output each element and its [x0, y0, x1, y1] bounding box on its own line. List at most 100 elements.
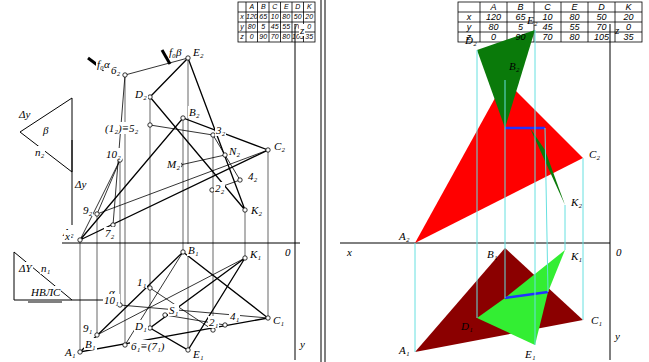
construction-lines	[213, 135, 240, 180]
point-label: n₁	[40, 262, 51, 274]
table-cell: A	[480, 2, 507, 12]
axes	[295, 24, 296, 360]
point-circles	[181, 116, 185, 120]
point-label: S₁	[168, 304, 179, 316]
data-table-grid	[588, 2, 589, 42]
point-label: D₁	[460, 320, 474, 332]
link-lines	[80, 58, 268, 352]
table-cell: 65	[258, 12, 270, 22]
table-cell: z	[238, 32, 246, 42]
table-cell: 50	[588, 12, 615, 22]
point-circles	[223, 153, 227, 157]
projection-link-lines	[505, 80, 506, 298]
axis-label: z	[299, 24, 305, 36]
table-cell: 70	[588, 22, 615, 32]
point-label: C₂	[588, 148, 601, 160]
data-table-grid	[269, 2, 270, 42]
table-cell: 80	[281, 12, 293, 22]
axes	[340, 243, 610, 244]
construction-label: ΔY	[18, 262, 33, 274]
point-label: K₁	[570, 250, 583, 262]
table-cell: 50	[292, 12, 304, 22]
plane-abc-top	[415, 248, 583, 352]
true-size-triangles	[28, 302, 62, 303]
table-cell: x	[238, 12, 246, 22]
point-label: 1₁	[136, 276, 147, 288]
point-label: E₂	[526, 14, 539, 26]
point-label: E₂	[192, 46, 205, 58]
intersection-line	[505, 292, 548, 298]
point-label: 4₂	[247, 170, 258, 182]
point-label: K₂	[250, 204, 263, 216]
trace-marks	[88, 50, 170, 70]
construction-lines	[180, 155, 225, 165]
table-cell: 20	[615, 12, 642, 22]
plane-dek-front	[477, 30, 565, 205]
true-size-triangles	[14, 252, 72, 300]
table-cell: x	[458, 12, 480, 22]
table-cell: 80	[281, 32, 293, 42]
data-table-grid	[561, 2, 562, 42]
point-label: n₂	[34, 146, 45, 158]
point-label: K₁	[249, 248, 262, 260]
axis-label: y	[299, 338, 306, 350]
data-table-grid	[458, 2, 642, 42]
point-circles	[223, 323, 227, 327]
point-label: D₂	[464, 34, 478, 46]
table-cell: 55	[561, 22, 588, 32]
table-cell: 80	[480, 22, 507, 32]
point-label: C₁	[272, 314, 285, 326]
axis-label: 0	[284, 246, 292, 258]
point-circles	[266, 316, 270, 320]
point-circles	[186, 56, 190, 60]
table-cell: y	[458, 22, 480, 32]
point-label: K₂	[570, 196, 583, 208]
axes	[62, 243, 300, 244]
projection-link-lines	[415, 243, 416, 352]
construction-lines	[150, 125, 213, 135]
point-label: 2₁	[208, 316, 219, 328]
point-circles	[148, 95, 152, 99]
point-label: E₁	[524, 348, 537, 360]
table-cell: K	[304, 2, 316, 12]
plane-dek-top	[477, 292, 548, 345]
link-lines	[80, 240, 81, 352]
point-circles	[95, 212, 99, 216]
plane-dek-front	[477, 30, 535, 128]
axis-label: y	[614, 330, 621, 342]
construction-lines	[97, 258, 245, 335]
table-cell: 120	[246, 12, 258, 22]
data-table-grid	[238, 2, 315, 42]
point-label: 2₂	[214, 182, 225, 194]
data-table-grid	[507, 2, 508, 42]
point-circles	[78, 350, 82, 354]
point-label: B₁	[187, 244, 200, 256]
link-lines	[245, 210, 246, 258]
point-circles	[123, 343, 127, 347]
link-lines	[125, 75, 126, 345]
axis-label: z	[614, 24, 620, 36]
table-cell: C	[269, 2, 281, 12]
true-size-triangles	[72, 140, 73, 225]
point-label: B₂	[188, 106, 201, 118]
point-circles	[148, 286, 152, 290]
projection-link-lines	[535, 30, 536, 345]
intersection-line	[505, 128, 548, 298]
link-lines	[120, 160, 121, 305]
construction-lines	[125, 252, 183, 345]
point-circles	[78, 56, 270, 354]
construction-lines	[125, 58, 188, 75]
data-table-grid	[615, 2, 616, 42]
axes	[62, 24, 610, 360]
table-cell: 80	[561, 32, 588, 42]
point-circles	[243, 208, 247, 212]
plane-abc-top	[415, 248, 583, 352]
table-cell: 80	[246, 22, 258, 32]
point-label: B₁	[84, 338, 97, 350]
point-circles	[211, 328, 215, 332]
point-label: 9₂	[82, 204, 93, 216]
point-label: A₂	[398, 230, 411, 242]
point-circles	[78, 238, 82, 242]
